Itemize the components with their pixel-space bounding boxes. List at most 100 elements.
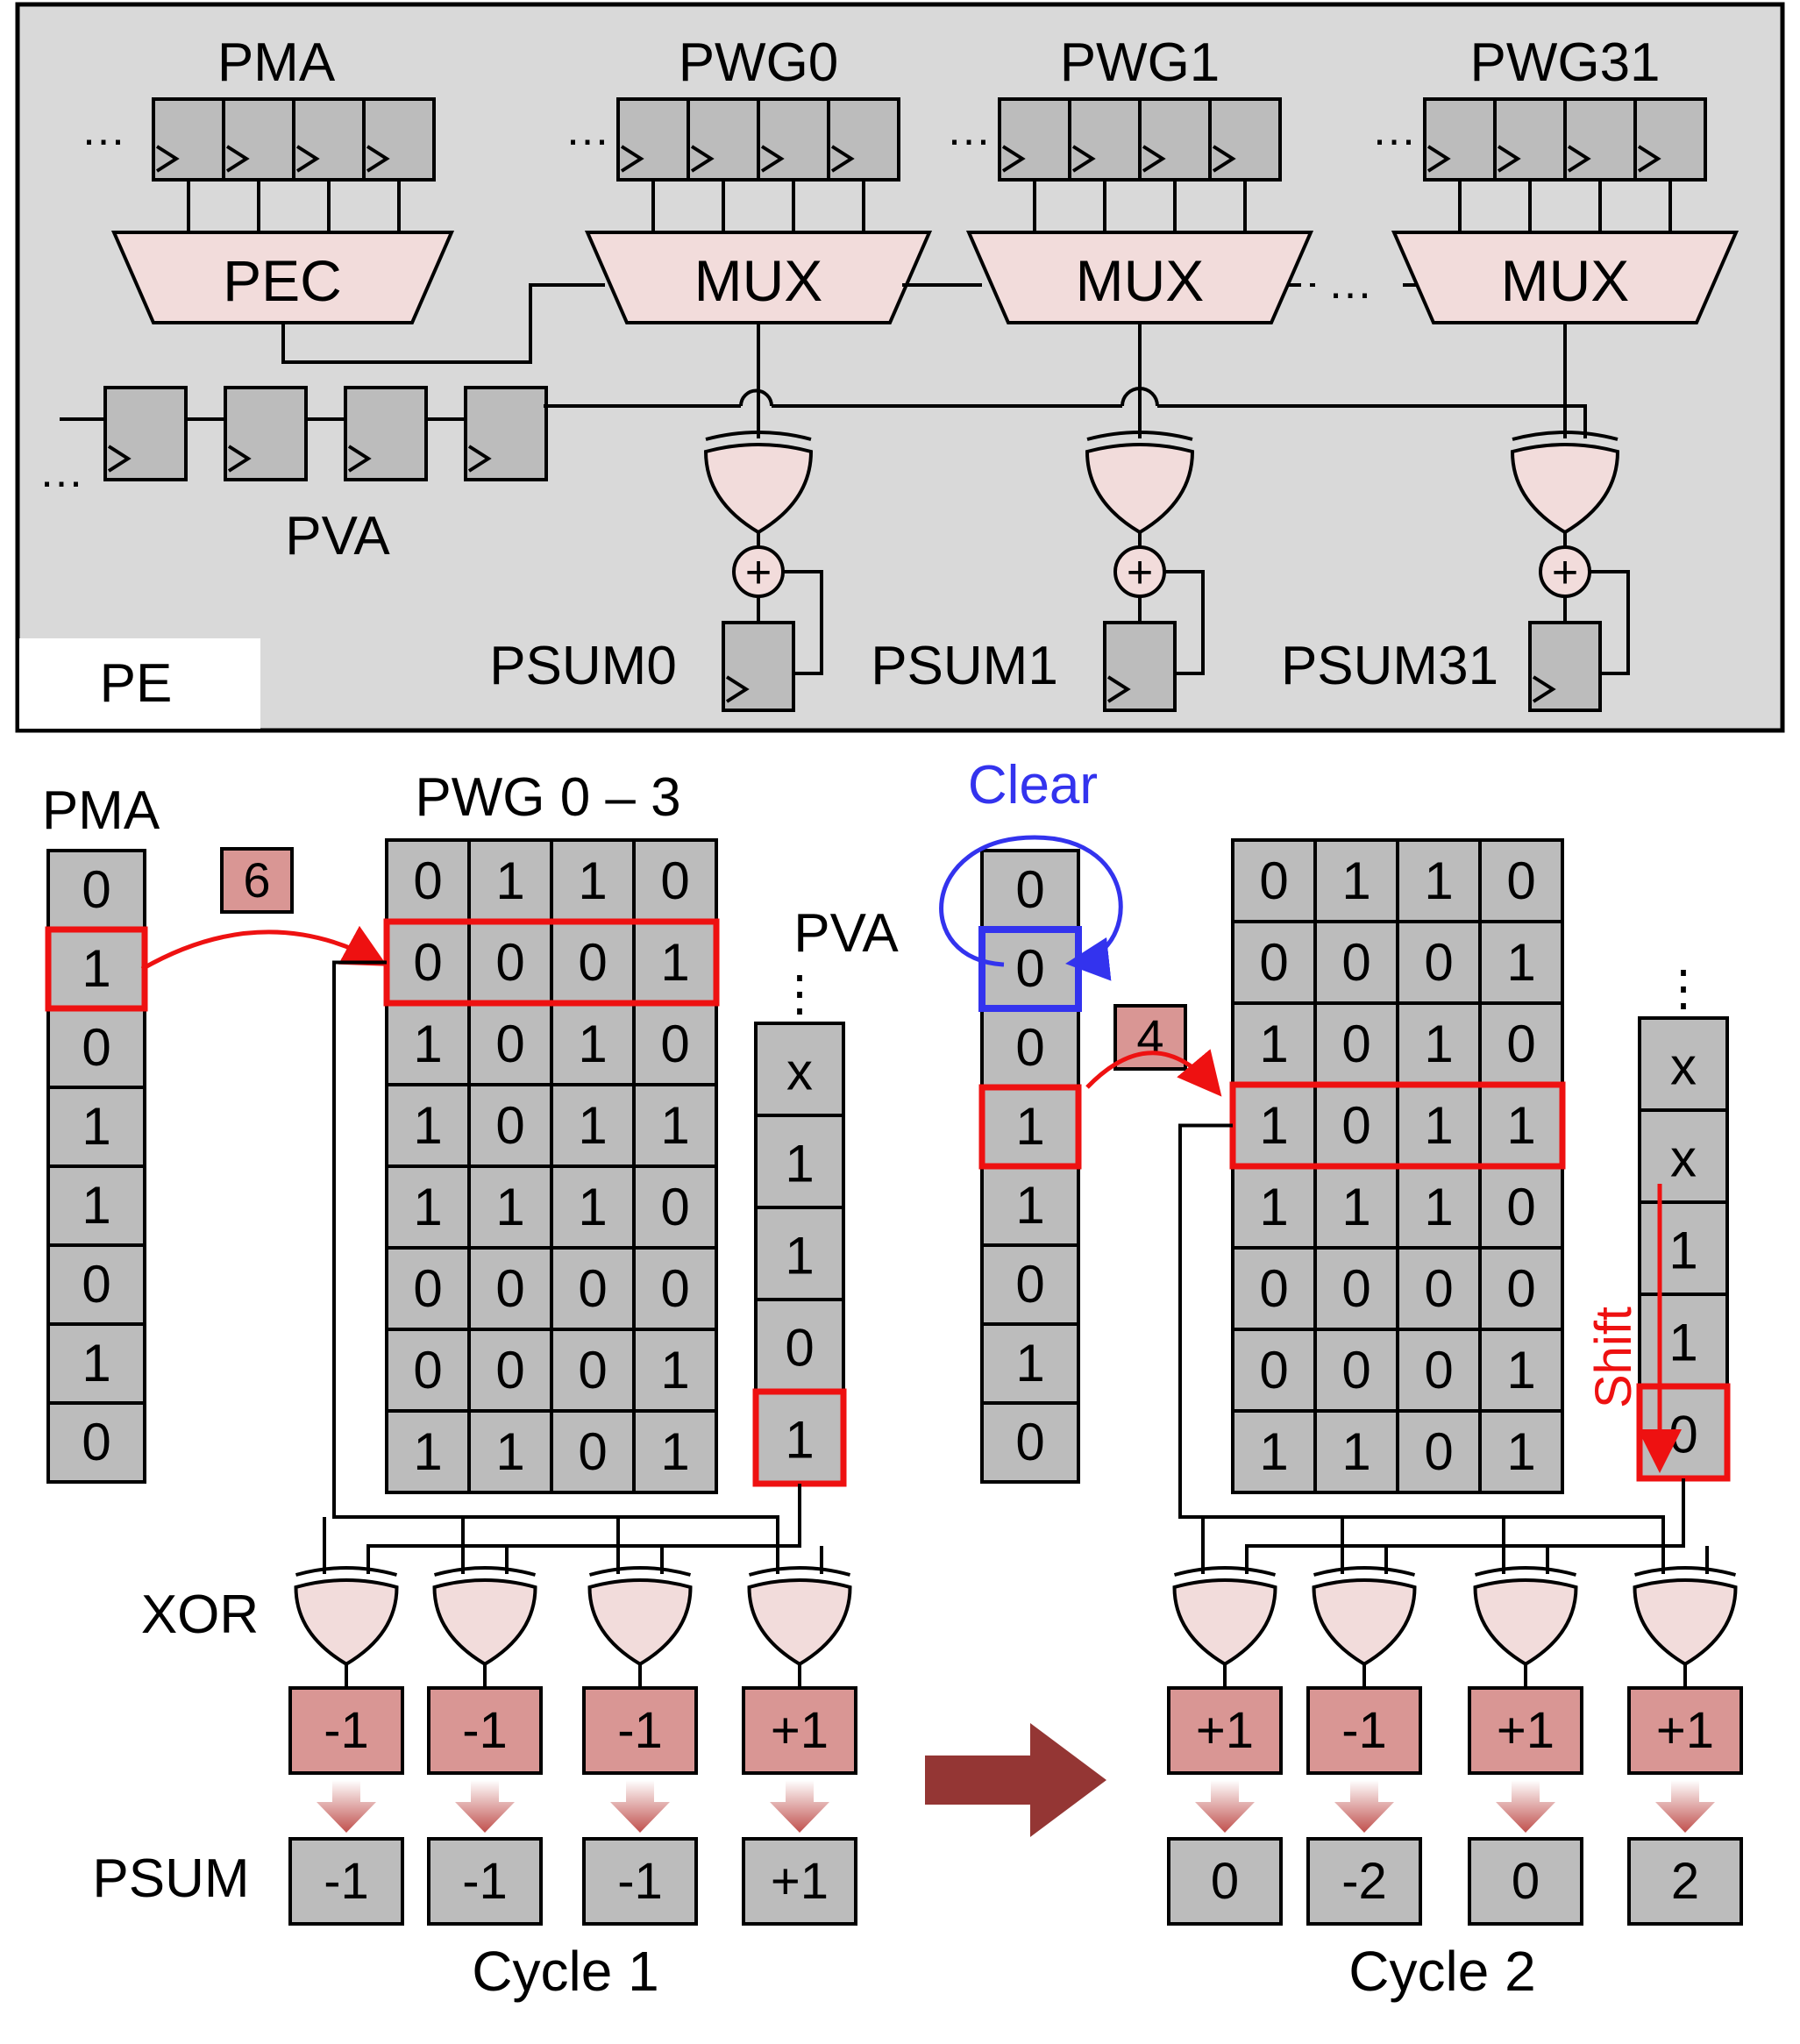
- pwg-grid-value: 0: [1424, 1259, 1453, 1318]
- pwg-grid-value: 1: [413, 1015, 442, 1073]
- pwg-flipflop: [1563, 97, 1637, 182]
- pma-flipflop-clock: [366, 145, 390, 173]
- xor-gate-body: [1312, 1578, 1417, 1667]
- pwg-flipflop-clock: [830, 145, 855, 173]
- pwg-grid-cell: [1231, 920, 1317, 1005]
- pwg-grid-cell: [467, 1409, 553, 1494]
- psum-register-1-clock: [1106, 675, 1131, 703]
- pwg-grid-cell: [385, 1001, 471, 1086]
- pwg-grid-value: 0: [413, 1259, 442, 1318]
- psum-register-0-clock: [725, 675, 750, 703]
- pwg-label-bottom: PWG 0 – 3: [415, 767, 680, 828]
- pva-bus-wire: [366, 1484, 801, 1574]
- pva-flipflop-clock: [467, 445, 492, 473]
- pwg-grid-value: 0: [578, 1422, 607, 1481]
- psum-result-value: 2: [1671, 1853, 1699, 1910]
- pwg-grid-cell: [550, 1246, 636, 1331]
- pwg-flipflop-clock: [760, 145, 785, 173]
- pma-highlight: [978, 1084, 1082, 1170]
- psum-result-box: [1306, 1837, 1422, 1926]
- pva-vdots: ⋮: [775, 965, 824, 1021]
- pwg-grid-cell: [1231, 1164, 1317, 1250]
- pwg-grid-cell: [385, 1083, 471, 1168]
- mux-unit-2: [1391, 231, 1740, 324]
- pwg-grid-value: 1: [578, 1178, 607, 1236]
- pwg-flipflop: [827, 97, 900, 182]
- xor-gate: [747, 1566, 852, 1667]
- xor-gate-body: [432, 1578, 537, 1667]
- pwg-grid-value: 0: [1341, 933, 1370, 992]
- pma-column-cell: [980, 1401, 1080, 1484]
- pwg-grid-cell: [550, 1164, 636, 1250]
- xor-result-value: -1: [324, 1702, 369, 1759]
- cycle-transition-arrow: [925, 1723, 1106, 1837]
- pma-label: PMA: [217, 32, 336, 93]
- mux-unit-1: [965, 231, 1314, 324]
- adder-plus-2: +: [1552, 547, 1578, 598]
- pwg-grid-value: 0: [578, 1341, 607, 1399]
- pwg-grid-cell: [1396, 1328, 1482, 1413]
- pva-flipflop: [344, 386, 428, 481]
- pwg-group-1: PWG1…MUX+PSUM1: [871, 32, 1314, 712]
- pwg-flipflop: [1423, 97, 1497, 182]
- pwg-grid-value: 0: [1506, 851, 1535, 910]
- pwg-grid-value: 1: [1424, 1096, 1453, 1155]
- clear-loop-arrow: [939, 835, 1123, 981]
- row-bus-wire: [332, 960, 779, 1574]
- pva-column-cell: [754, 1022, 845, 1117]
- pwg-grid-value: 0: [495, 1015, 524, 1073]
- pwg-grid-cell: [1478, 1001, 1564, 1086]
- accumulate-arrow: [610, 1780, 670, 1833]
- pwg-grid-value: 0: [413, 933, 442, 992]
- pva-column-value: x: [786, 1043, 813, 1101]
- pva-register-group: … PVA: [39, 386, 548, 566]
- psum-register-1: [1103, 621, 1177, 712]
- pma-flipflop: [152, 97, 225, 182]
- pwg-grid-value: 0: [1341, 1015, 1370, 1073]
- pma-column-cell: [980, 1007, 1080, 1089]
- pwg-grid-value: 1: [1341, 851, 1370, 910]
- xor-gate-top-1: [1085, 431, 1195, 535]
- pwg-grid-value: 0: [660, 851, 689, 910]
- pwg-grid-cell: [632, 1246, 718, 1331]
- clear-indicator: [939, 835, 1123, 1012]
- pwg-grid-value: 0: [660, 1259, 689, 1318]
- psum-result-box: [288, 1837, 404, 1926]
- xor-label: XOR: [141, 1585, 259, 1645]
- psum-result-value: -1: [617, 1853, 663, 1910]
- pe-label: PE: [100, 653, 173, 714]
- pwg-grid-value: 1: [1424, 1015, 1453, 1073]
- xor-gate-body: [747, 1578, 852, 1667]
- pwg-grid-value: 1: [660, 1096, 689, 1155]
- pwg-grid-cell: [632, 1409, 718, 1494]
- pwg-flipflop-clock: [620, 145, 644, 173]
- pwg-grid-value: 1: [660, 933, 689, 992]
- pma-column-cell: [46, 849, 146, 931]
- pwg-grid-cell: [467, 1328, 553, 1413]
- xor-result-value: +1: [1656, 1702, 1714, 1759]
- pwg-grid-value: 0: [495, 1341, 524, 1399]
- top-wires: [281, 283, 1587, 438]
- accumulate-arrow: [317, 1780, 376, 1833]
- pwg-grid-cell: [550, 1409, 636, 1494]
- xor-gate: [432, 1566, 537, 1667]
- pwg-grid-value: 1: [1506, 1422, 1535, 1481]
- mux-label-2: MUX: [1501, 248, 1630, 313]
- pwg-grid-value: 0: [578, 933, 607, 992]
- pwg-grid-value: 0: [1341, 1096, 1370, 1155]
- pwg-grid-value: 0: [495, 1259, 524, 1318]
- accumulate-arrow: [1195, 1780, 1255, 1833]
- clear-highlight: [978, 926, 1082, 1012]
- xor-result-box: [742, 1686, 857, 1775]
- pma-column-value: 0: [82, 1413, 110, 1471]
- xor-gate-top-1-arc: [1086, 431, 1193, 441]
- pwg-flipflop: [757, 97, 830, 182]
- pma-column-cell: [46, 1007, 146, 1089]
- pva-column-value: 1: [785, 1411, 814, 1470]
- pwg-grid-value: 0: [1259, 1341, 1288, 1399]
- pwg-grid-value: 1: [1259, 1015, 1288, 1073]
- index-badge-box: [220, 847, 294, 914]
- xor-gate: [587, 1566, 693, 1667]
